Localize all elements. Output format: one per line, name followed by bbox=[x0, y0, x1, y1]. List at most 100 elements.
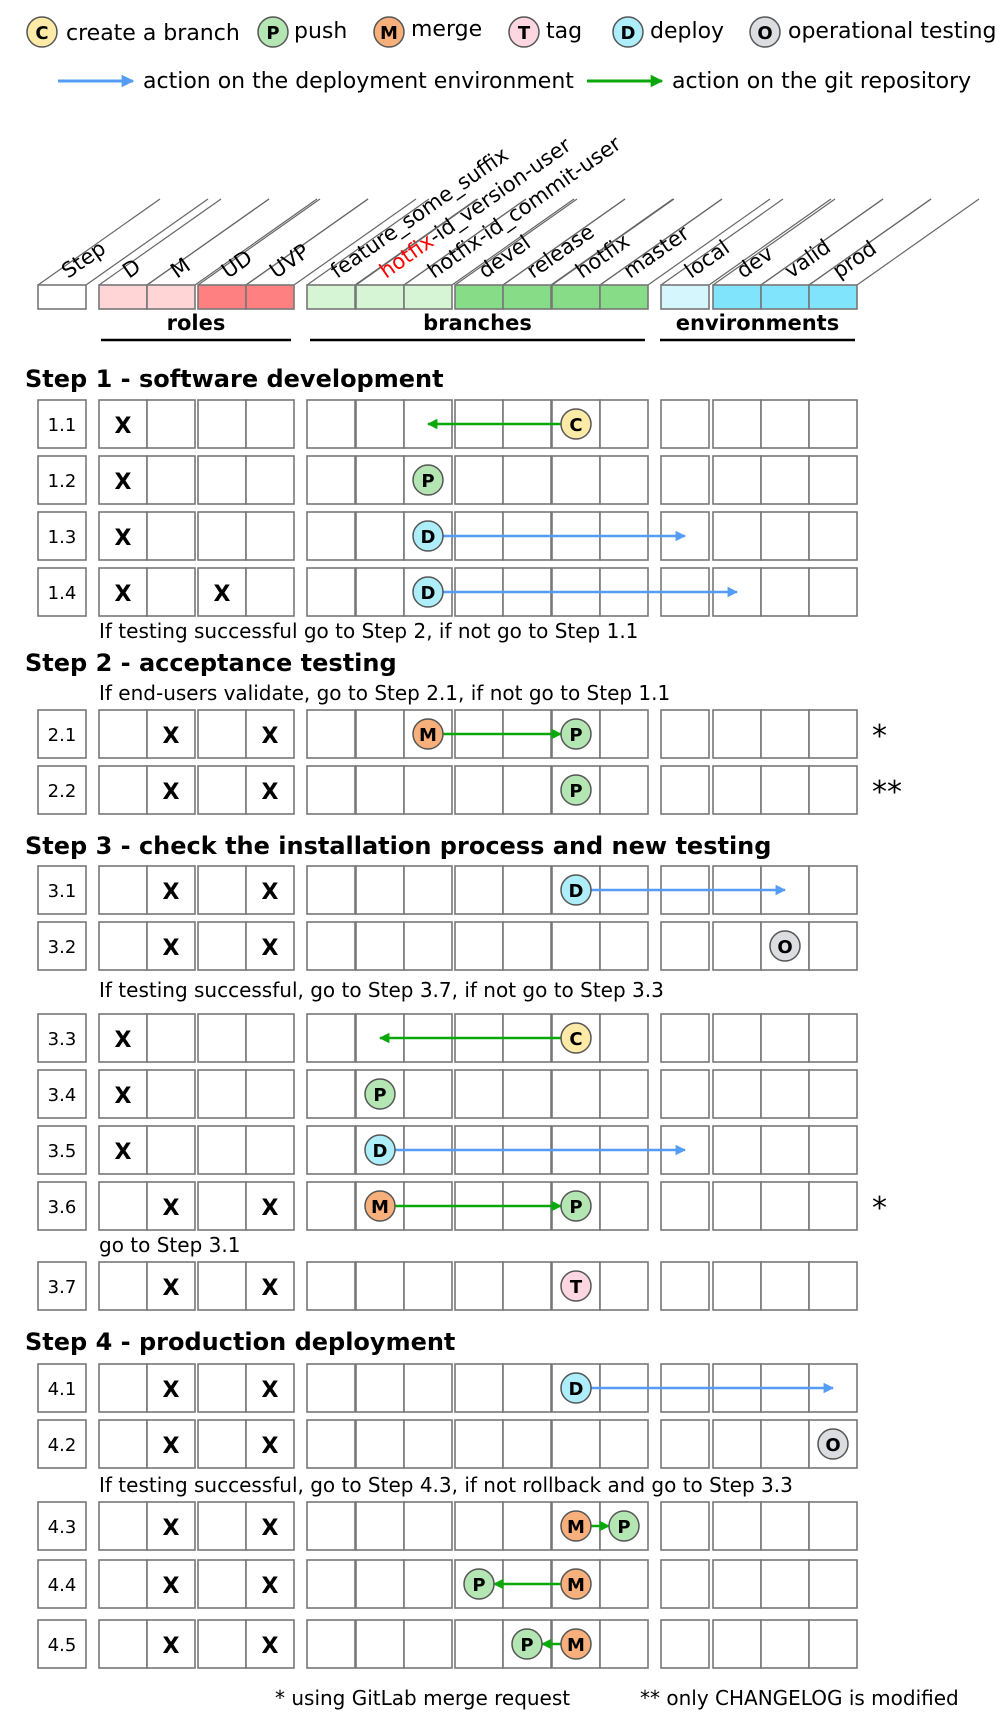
group-roles: roles bbox=[101, 311, 291, 342]
badge-letter: D bbox=[569, 881, 584, 902]
cell bbox=[808, 1069, 858, 1119]
cell bbox=[808, 1619, 858, 1669]
cell bbox=[403, 1501, 453, 1551]
cell bbox=[551, 921, 601, 971]
cell bbox=[454, 455, 504, 505]
cell bbox=[660, 1069, 710, 1119]
badge-letter: D bbox=[421, 527, 436, 548]
role-mark: X bbox=[163, 880, 180, 905]
role-mark: X bbox=[262, 1574, 279, 1599]
cell bbox=[502, 1069, 552, 1119]
header-label: valid bbox=[780, 235, 835, 284]
note-step-4: If testing successful, go to Step 4.3, i… bbox=[99, 1473, 793, 1497]
cell bbox=[197, 1363, 247, 1413]
cell bbox=[760, 1619, 810, 1669]
cell bbox=[660, 1559, 710, 1609]
create-badge-icon bbox=[560, 408, 592, 440]
role-mark: X bbox=[115, 470, 132, 495]
role-mark: X bbox=[262, 1276, 279, 1301]
cell bbox=[146, 1559, 196, 1609]
badge-letter: T bbox=[518, 23, 531, 44]
cell bbox=[355, 511, 405, 561]
cell bbox=[712, 1013, 762, 1063]
cell bbox=[660, 1419, 710, 1469]
cell bbox=[454, 1501, 504, 1551]
cell bbox=[146, 455, 196, 505]
merge-badge: M bbox=[364, 1190, 396, 1222]
cell bbox=[599, 1181, 649, 1231]
cell bbox=[712, 1069, 762, 1119]
push-badge-icon bbox=[560, 774, 592, 806]
cell bbox=[37, 765, 87, 815]
cell bbox=[245, 511, 295, 561]
cell bbox=[355, 1619, 405, 1669]
role-mark: X bbox=[262, 1434, 279, 1459]
group-environments-label: environments bbox=[676, 311, 839, 335]
merge-badge-icon bbox=[373, 16, 405, 48]
step-title-1: Step 1 - software development bbox=[25, 365, 444, 393]
footnote-changelog: ** only CHANGELOG is modified bbox=[640, 1686, 959, 1710]
cell bbox=[306, 765, 356, 815]
push-badge-icon bbox=[511, 1628, 543, 1660]
push-badge: P bbox=[560, 718, 592, 750]
cell bbox=[355, 921, 405, 971]
cell bbox=[355, 765, 405, 815]
optest-badge-icon bbox=[749, 16, 781, 48]
badge-letter: M bbox=[419, 725, 437, 746]
cell bbox=[98, 511, 148, 561]
cell bbox=[808, 511, 858, 561]
push-badge: P bbox=[412, 464, 444, 496]
cell bbox=[454, 1069, 504, 1119]
cell bbox=[403, 1069, 453, 1119]
deploy-badge: D bbox=[412, 520, 444, 552]
merge-badge-icon bbox=[560, 1628, 592, 1660]
merge-badge-icon bbox=[412, 718, 444, 750]
cell bbox=[599, 455, 649, 505]
cell bbox=[306, 399, 356, 449]
cell bbox=[454, 1261, 504, 1311]
cell bbox=[197, 399, 247, 449]
badge-letter: P bbox=[266, 23, 279, 44]
cell bbox=[760, 765, 810, 815]
cell bbox=[146, 399, 196, 449]
header-col-env-prod: prod bbox=[808, 198, 980, 310]
badge-letter: P bbox=[421, 471, 434, 492]
header-label: UD bbox=[217, 245, 257, 283]
cell bbox=[502, 455, 552, 505]
cell bbox=[760, 399, 810, 449]
cell bbox=[599, 1013, 649, 1063]
cell bbox=[599, 1619, 649, 1669]
push-badge-icon bbox=[412, 464, 444, 496]
optest-badge-icon bbox=[769, 930, 801, 962]
cell bbox=[760, 1261, 810, 1311]
step-number: 3.7 bbox=[48, 1277, 77, 1298]
create-badge: C bbox=[560, 408, 592, 440]
cell bbox=[403, 765, 453, 815]
cell bbox=[197, 765, 247, 815]
cell bbox=[146, 567, 196, 617]
cell bbox=[403, 1363, 453, 1413]
badge-letter: P bbox=[617, 1517, 630, 1538]
cell bbox=[454, 921, 504, 971]
badge-letter: P bbox=[373, 1085, 386, 1106]
cell bbox=[760, 1125, 810, 1175]
cell bbox=[197, 455, 247, 505]
cell bbox=[197, 709, 247, 759]
badge-letter: D bbox=[621, 23, 636, 44]
create-badge-icon bbox=[560, 1022, 592, 1054]
cell bbox=[808, 1501, 858, 1551]
legend-optest: O operational testing bbox=[749, 16, 996, 48]
role-mark: X bbox=[163, 724, 180, 749]
cell bbox=[197, 1559, 247, 1609]
cell bbox=[245, 765, 295, 815]
cell bbox=[502, 1419, 552, 1469]
cell bbox=[37, 1069, 87, 1119]
cell bbox=[98, 1261, 148, 1311]
cell bbox=[355, 455, 405, 505]
badge-letter: P bbox=[472, 1575, 485, 1596]
